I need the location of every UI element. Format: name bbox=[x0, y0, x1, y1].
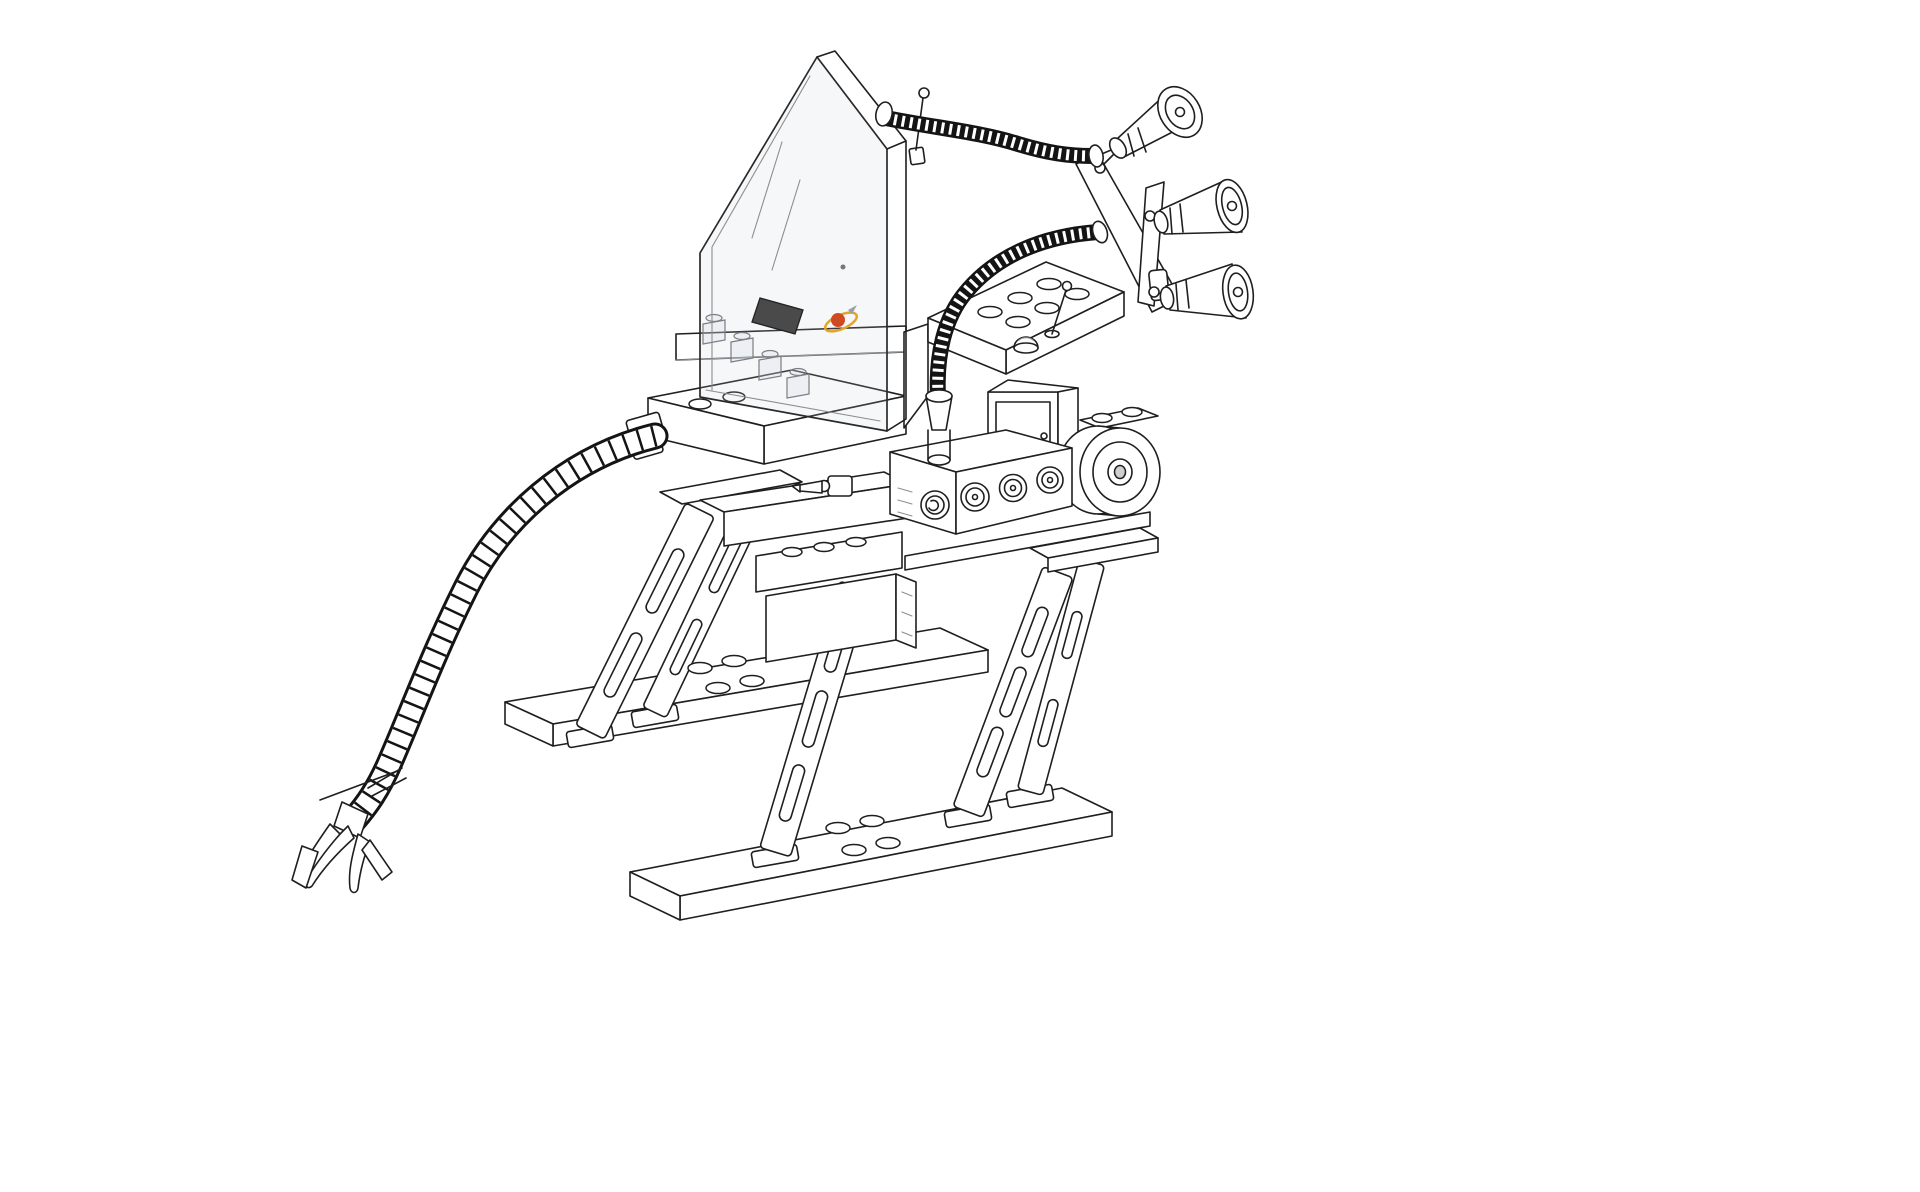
control-lever bbox=[1044, 280, 1073, 339]
hose-fitting bbox=[1091, 220, 1109, 244]
hose-fitting bbox=[874, 101, 894, 127]
engine-block bbox=[889, 429, 1073, 535]
grille bbox=[897, 487, 913, 517]
claw-blade bbox=[361, 839, 393, 881]
pipe-base bbox=[927, 454, 951, 466]
claw-axle bbox=[319, 769, 401, 801]
roller-drum bbox=[1057, 406, 1161, 517]
lamp-cone-middle bbox=[1153, 178, 1249, 235]
door-handle bbox=[1040, 432, 1048, 440]
support-legs-right bbox=[750, 527, 1159, 869]
leg-top-plate bbox=[659, 469, 803, 505]
decal-spaceship bbox=[848, 305, 857, 314]
tap-nozzle bbox=[791, 475, 853, 497]
deck-plate-right bbox=[904, 511, 1151, 571]
sill-slope-bricks bbox=[702, 313, 810, 399]
claw-blade bbox=[291, 845, 319, 889]
windscreen bbox=[699, 50, 907, 432]
lamp-cone-top bbox=[1108, 85, 1203, 159]
windscreen-sill bbox=[675, 323, 929, 429]
decal-planet bbox=[831, 313, 845, 327]
dark-slope-brick bbox=[751, 297, 804, 335]
deck-left bbox=[647, 369, 907, 465]
base-right-studs bbox=[825, 814, 901, 857]
port-swirl bbox=[928, 499, 940, 512]
antenna-ball bbox=[918, 87, 930, 99]
engine-ports bbox=[920, 466, 1064, 520]
lamp-cone-bottom bbox=[1159, 263, 1255, 320]
dome-cap bbox=[1013, 336, 1039, 354]
base-left-studs bbox=[687, 654, 765, 695]
support-legs-left bbox=[565, 469, 803, 749]
corrugated-hose-upper bbox=[874, 101, 1104, 168]
hose-fitting bbox=[1088, 144, 1104, 168]
gripper-claw bbox=[291, 767, 407, 894]
support-base-right bbox=[629, 787, 1113, 921]
lever-ball bbox=[1061, 280, 1073, 292]
glass-dot bbox=[840, 264, 846, 270]
space-logo-decal bbox=[823, 305, 859, 333]
corrugated-hose-lower bbox=[925, 220, 1109, 431]
flex-arm bbox=[340, 411, 669, 834]
drum-axle-hole bbox=[1113, 464, 1127, 480]
